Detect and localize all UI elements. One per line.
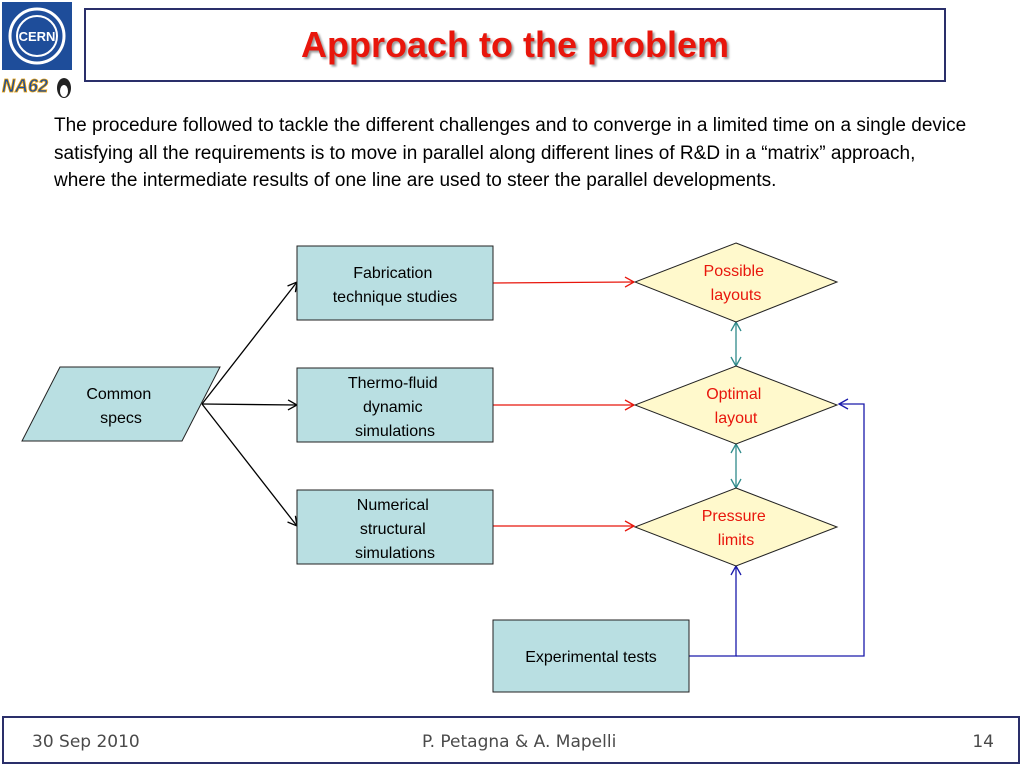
svg-text:Common specs: Common specs (86, 386, 155, 427)
optimal-line1: Optimal (706, 386, 761, 403)
node-optimal-layout: Optimal layout (633, 365, 839, 445)
pressure-line2: limits (718, 532, 754, 549)
arrow-specs-to-thermo (201, 399, 299, 411)
node-possible-layouts: Possible layouts (633, 242, 839, 323)
svg-text:Numerical structural: Numerical structural simulations (355, 497, 435, 562)
svg-text:Thermo-fluid dynamic: Thermo-fluid dynamic simulations (348, 375, 442, 440)
thermo-line2: dynamic (363, 399, 423, 416)
arrow-specs-to-fabrication (201, 280, 298, 405)
cern-logo-text: CERN (19, 29, 56, 44)
numerical-line1: Numerical (357, 497, 429, 514)
footer-bar: 30 Sep 2010 P. Petagna & A. Mapelli 14 (2, 716, 1020, 764)
arrow-fabrication-to-possible (492, 276, 636, 288)
na62-logo-text: NA62 (2, 76, 48, 96)
node-pressure-limits: Pressure limits (633, 487, 839, 567)
numerical-line3: simulations (355, 545, 435, 562)
intro-paragraph: The procedure followed to tackle the dif… (54, 115, 967, 191)
svg-text:Experimental tests: Experimental tests (525, 649, 657, 666)
footer-date: 30 Sep 2010 (32, 732, 140, 752)
pressure-line1: Pressure (702, 508, 766, 525)
fabrication-line2: technique studies (333, 289, 458, 306)
node-fabrication: Fabrication technique studies (296, 245, 494, 321)
arrow-experimental-to-pressure (689, 564, 742, 657)
common-specs-line1: Common (86, 386, 151, 403)
svg-text:Optimal layout: Optimal layout (706, 386, 766, 427)
title-box: Approach to the problem (84, 8, 946, 82)
fabrication-line1: Fabrication (353, 265, 432, 282)
footer-page-number: 14 (972, 732, 994, 752)
cern-logo: CERN (2, 2, 72, 70)
thermo-line1: Thermo-fluid (348, 375, 438, 392)
possible-line2: layouts (711, 287, 762, 304)
possible-line1: Possible (704, 263, 765, 280)
connectors (201, 276, 865, 657)
svg-text:Fabrication technique st: Fabrication technique studies (333, 265, 458, 306)
node-thermo-fluid: Thermo-fluid dynamic simulations (296, 367, 494, 443)
common-specs-line2: specs (100, 410, 142, 427)
na62-logo: NA62 (2, 76, 71, 98)
node-common-specs: Common specs (21, 366, 221, 442)
arrow-experimental-to-optimal (736, 398, 865, 657)
svg-text:Possible layouts: Possible layouts (704, 263, 769, 304)
experimental-line1: Experimental tests (525, 649, 657, 666)
svg-text:Pressure limits: Pressure limits (702, 508, 770, 549)
node-numerical: Numerical structural simulations (296, 489, 494, 565)
numerical-line2: structural (360, 521, 426, 538)
thermo-line3: simulations (355, 423, 435, 440)
optimal-line2: layout (715, 410, 758, 427)
slide-title: Approach to the problem (300, 24, 729, 65)
footer-authors: P. Petagna & A. Mapelli (422, 732, 617, 752)
node-experimental-tests: Experimental tests (492, 619, 690, 693)
arrow-specs-to-numerical (201, 403, 298, 528)
